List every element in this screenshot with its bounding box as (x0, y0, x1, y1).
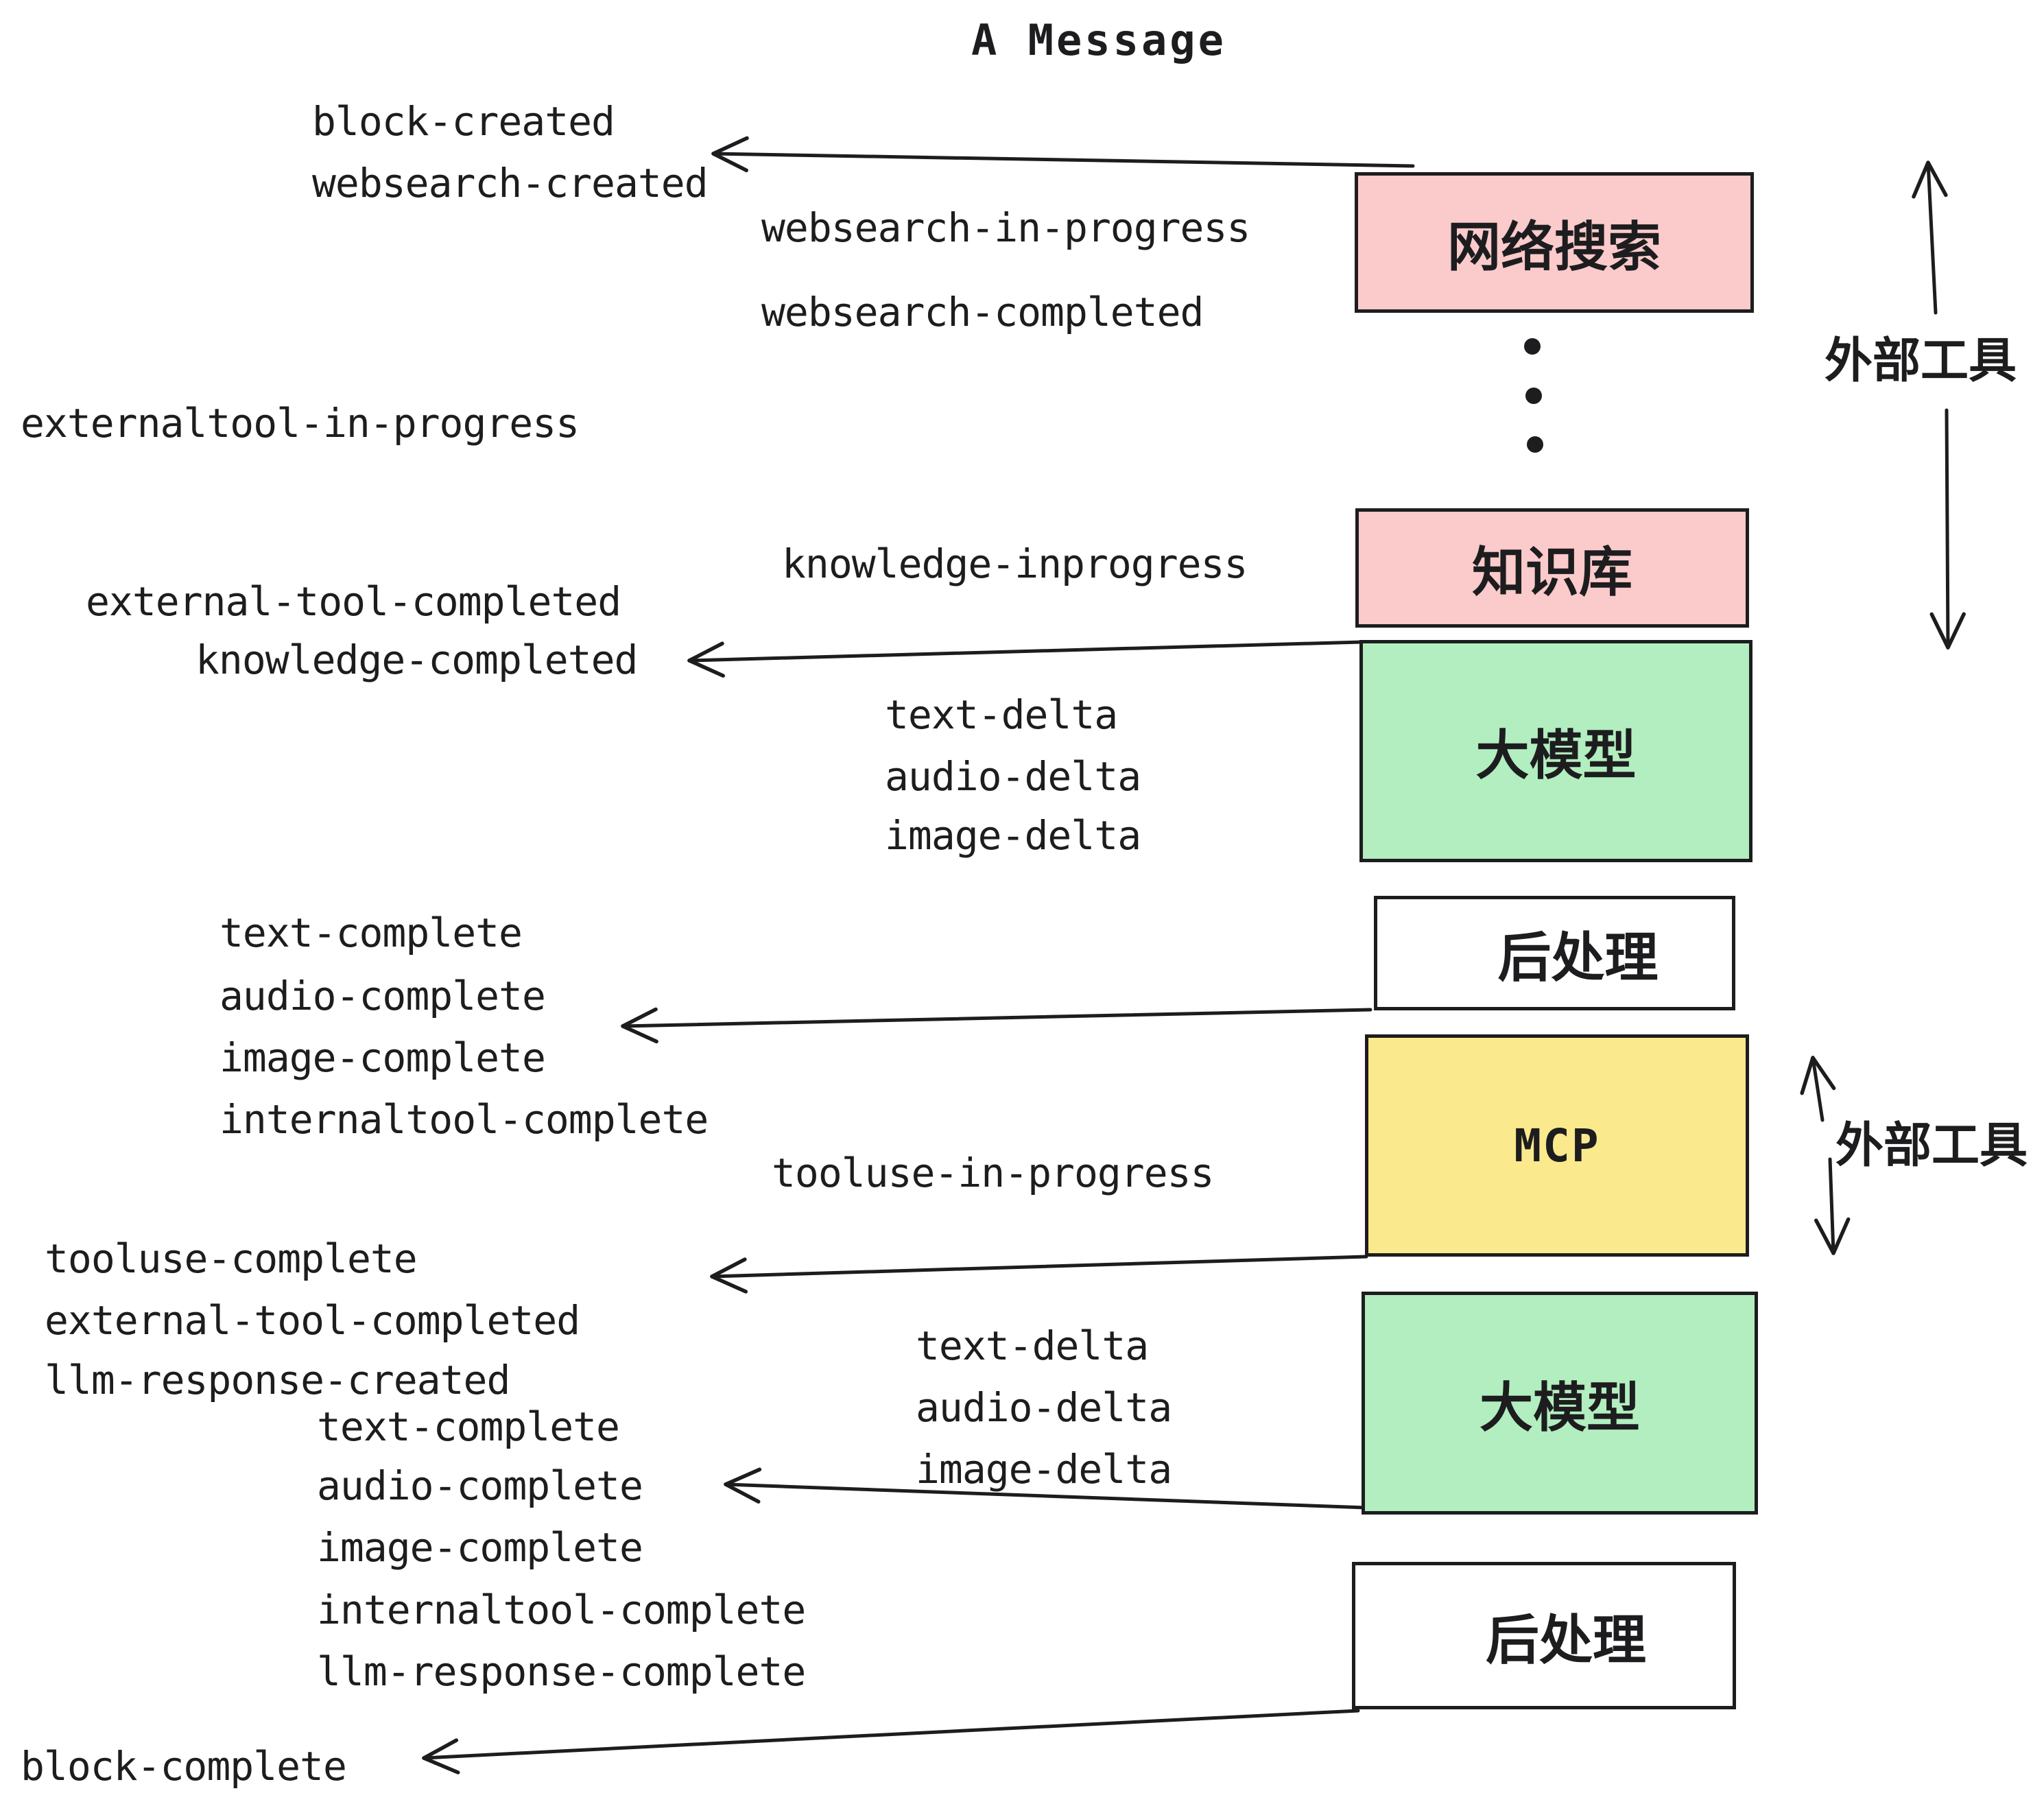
event-label-image-delta: image-delta (885, 812, 1141, 859)
arrow-to-tooluse-complete-head (710, 1257, 747, 1279)
arrow-to-knowledge-completed-head (687, 641, 724, 663)
arrow-external-tools-top-up-head (1926, 161, 1948, 198)
arrow-to-tooluse-complete-head (710, 1274, 748, 1294)
event-label-knowledge-completed: knowledge-completed (195, 637, 638, 683)
event-label-external-tool-completed: external-tool-completed (45, 1297, 580, 1344)
ellipsis-dot-1 (1524, 338, 1541, 355)
arrow-external-tools-top-up (1926, 161, 1938, 315)
event-label-block-created: block-created (312, 98, 615, 145)
event-label-text-delta: text-delta (916, 1322, 1149, 1369)
event-label-text-complete: text-complete (317, 1403, 620, 1450)
box-llm-2: 大模型 (1362, 1292, 1758, 1515)
ellipsis-dot-3 (1527, 436, 1543, 453)
event-label-knowledge-inprogress: knowledge-inprogress (782, 541, 1248, 587)
event-label-websearch-in-progress: websearch-in-progress (761, 204, 1250, 251)
arrow-external-tools-mcp-up (1811, 1056, 1825, 1122)
event-label-audio-delta: audio-delta (916, 1384, 1172, 1431)
arrow-to-knowledge-completed-head (687, 658, 726, 678)
event-label-websearch-created: websearch-created (312, 160, 709, 206)
arrow-to-block-complete-head (422, 1756, 460, 1775)
arrow-external-tools-top-down-head (1946, 612, 1966, 650)
arrow-to-image-complete-head (621, 1024, 658, 1044)
box-postprocess-1: 后处理 (1374, 896, 1735, 1010)
arrow-to-audio-complete-head (724, 1467, 762, 1486)
box-knowledge-base: 知识库 (1355, 508, 1749, 628)
arrow-to-tooluse-complete (710, 1255, 1368, 1279)
box-postprocess-2: 后处理 (1352, 1562, 1736, 1709)
event-label-image-delta: image-delta (916, 1446, 1172, 1493)
event-label-internaltool-complete: internaltool-complete (219, 1096, 709, 1143)
event-label-block-complete: block-complete (21, 1743, 347, 1790)
diagram-title: A Message (971, 15, 1226, 65)
arrow-to-block-created-head (711, 152, 748, 173)
arrow-to-knowledge-completed (687, 640, 1364, 663)
event-label-text-delta: text-delta (885, 691, 1118, 738)
arrow-external-tools-mcp-down (1828, 1157, 1835, 1255)
box-websearch: 网络搜索 (1355, 172, 1754, 313)
event-label-audio-complete: audio-complete (219, 973, 546, 1019)
arrow-to-block-complete-head (422, 1738, 459, 1760)
arrow-external-tools-top-down (1945, 408, 1950, 650)
ellipsis-dot-2 (1525, 388, 1542, 404)
side-label-external-tools-mcp: 外部工具 (1835, 1117, 2028, 1174)
arrow-external-tools-mcp-down-head (1814, 1218, 1835, 1255)
arrow-external-tools-mcp-up-head (1811, 1056, 1836, 1091)
box-mcp: MCP (1365, 1034, 1749, 1257)
event-label-tooluse-complete: tooluse-complete (45, 1235, 418, 1282)
event-label-tooluse-in-progress: tooluse-in-progress (772, 1150, 1214, 1196)
event-label-websearch-completed: websearch-completed (761, 289, 1204, 335)
event-label-externaltool-in-progress: externaltool-in-progress (21, 400, 580, 447)
arrow-to-audio-complete-head (724, 1482, 761, 1504)
event-label-internaltool-complete: internaltool-complete (317, 1587, 806, 1633)
event-label-external-tool-completed: external-tool-completed (86, 578, 621, 625)
event-label-llm-response-complete: llm-response-complete (317, 1648, 806, 1695)
arrow-external-tools-top-down-head (1929, 612, 1950, 650)
arrow-external-tools-top-up-head (1912, 161, 1930, 199)
arrow-to-block-complete (422, 1709, 1360, 1760)
event-label-text-complete: text-complete (219, 910, 523, 956)
event-label-llm-response-created: llm-response-created (45, 1357, 510, 1403)
box-llm-1: 大模型 (1359, 640, 1752, 862)
arrow-to-block-created (711, 152, 1415, 168)
arrow-to-image-complete (621, 1008, 1372, 1028)
arrow-external-tools-mcp-up-head (1800, 1056, 1815, 1095)
side-label-external-tools-top: 外部工具 (1825, 332, 2017, 389)
event-label-image-complete: image-complete (219, 1034, 546, 1081)
arrow-to-block-created-head (711, 136, 749, 156)
arrow-external-tools-mcp-down-head (1831, 1217, 1851, 1255)
event-label-audio-delta: audio-delta (885, 753, 1141, 800)
event-label-audio-complete: audio-complete (317, 1462, 643, 1509)
event-label-image-complete: image-complete (317, 1524, 643, 1571)
arrow-to-image-complete-head (621, 1007, 658, 1028)
